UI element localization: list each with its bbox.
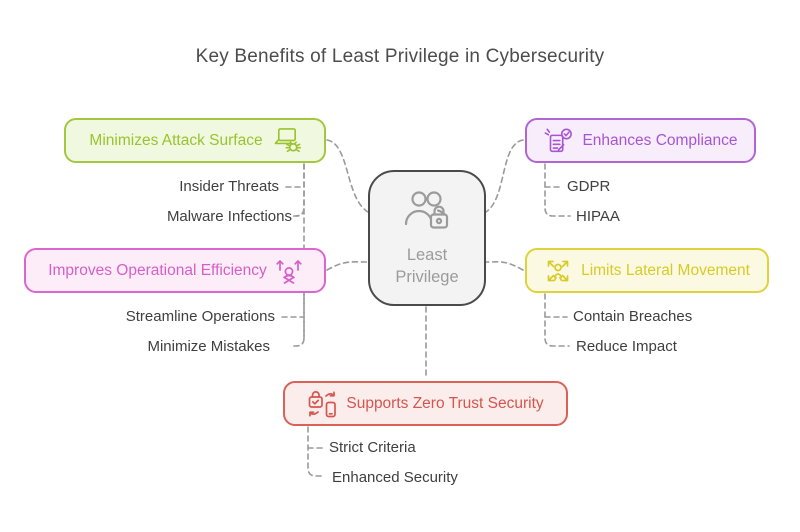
branch-minimizes-attack-surface: Minimizes Attack Surface xyxy=(64,118,326,163)
branch-limits-lateral-movement: Limits Lateral Movement xyxy=(525,248,769,293)
branch-label: Improves Operational Efficiency xyxy=(48,261,267,279)
connector-zero-trust-child-1 xyxy=(307,426,325,477)
connector-efficiency-to-center xyxy=(326,261,369,271)
center-label-line2: Privilege xyxy=(395,267,459,286)
users-lock-icon xyxy=(401,188,453,237)
child-label-streamline-operations: Streamline Operations xyxy=(125,308,275,325)
branch-supports-zero-trust-security: Supports Zero Trust Security xyxy=(283,381,568,426)
branch-improves-operational-efficiency: Improves Operational Efficiency xyxy=(24,248,326,293)
branch-enhances-compliance: Enhances Compliance xyxy=(525,118,756,163)
connector-efficiency-child-1 xyxy=(289,293,305,347)
connector-compliance-to-center xyxy=(485,139,524,213)
lock-device-sync-icon xyxy=(307,389,337,419)
laptop-bug-icon xyxy=(272,127,301,154)
child-label-contain-breaches: Contain Breaches xyxy=(573,308,693,325)
child-label-gdpr: GDPR xyxy=(567,178,611,195)
branch-label: Limits Lateral Movement xyxy=(581,261,750,279)
branch-label: Enhances Compliance xyxy=(582,131,738,149)
child-label-minimize-mistakes: Minimize Mistakes xyxy=(147,338,270,355)
branch-label: Minimizes Attack Surface xyxy=(89,131,263,149)
branch-label: Supports Zero Trust Security xyxy=(346,394,544,412)
center-node-least-privilege: Least Privilege xyxy=(368,170,486,306)
connector-attack-surface-child-1 xyxy=(295,163,305,217)
child-label-malware-infections: Malware Infections xyxy=(166,208,292,225)
connector-lateral-to-center xyxy=(485,261,524,271)
child-label-hipaa: HIPAA xyxy=(576,208,620,225)
child-label-strict-criteria: Strict Criteria xyxy=(329,439,416,456)
connector-lateral-child-1 xyxy=(544,293,570,347)
child-label-enhanced-security: Enhanced Security xyxy=(332,469,458,486)
center-label: Least Privilege xyxy=(395,245,458,289)
person-expand-arrows-icon xyxy=(544,257,572,285)
center-label-line1: Least xyxy=(406,245,448,264)
child-label-reduce-impact: Reduce Impact xyxy=(576,338,677,355)
productivity-person-icon xyxy=(276,257,302,285)
diagram-title: Key Benefits of Least Privilege in Cyber… xyxy=(195,46,605,67)
child-label-insider-threats: Insider Threats xyxy=(179,178,279,195)
connector-attack-surface-to-center xyxy=(326,139,369,213)
compliance-checklist-icon xyxy=(543,126,573,156)
connector-compliance-child-1 xyxy=(544,163,571,217)
